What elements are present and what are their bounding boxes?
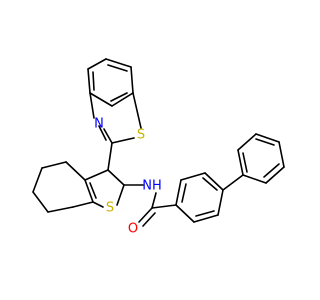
thiophene-sulfur-label: S xyxy=(106,201,114,216)
bond xyxy=(242,174,267,184)
bond xyxy=(142,212,156,227)
bond xyxy=(202,177,218,191)
bond xyxy=(103,128,113,144)
bond xyxy=(111,137,135,144)
bond xyxy=(204,172,224,191)
bond xyxy=(98,125,107,141)
bond xyxy=(89,92,95,119)
bond xyxy=(84,179,94,203)
bond xyxy=(237,133,257,151)
bond xyxy=(89,182,97,199)
bond xyxy=(193,214,219,223)
bonds xyxy=(32,58,285,227)
bond xyxy=(107,169,125,186)
nitrogen-atom-label: N xyxy=(94,117,104,132)
bond xyxy=(65,161,86,181)
bond xyxy=(111,92,134,107)
bond xyxy=(181,183,187,203)
bond xyxy=(180,172,206,181)
bond xyxy=(89,92,113,107)
bond xyxy=(242,152,248,173)
bond xyxy=(84,169,109,181)
bond xyxy=(116,184,125,206)
bond xyxy=(110,92,128,102)
bond xyxy=(222,174,244,191)
bond xyxy=(255,133,280,143)
bond xyxy=(151,192,157,209)
bond xyxy=(107,64,128,72)
bond xyxy=(265,166,285,184)
bond xyxy=(237,149,244,176)
bond xyxy=(255,138,275,146)
molecule-drawing: N S S NH O xyxy=(32,58,285,237)
bond xyxy=(263,163,280,178)
bond xyxy=(105,58,132,68)
bond xyxy=(32,191,49,213)
bond xyxy=(92,71,95,91)
bond xyxy=(130,66,134,94)
bond xyxy=(132,92,142,129)
bond xyxy=(72,201,94,208)
sulfur-atom-label: S xyxy=(137,128,145,143)
bond xyxy=(175,204,195,223)
bond xyxy=(47,206,74,213)
bond xyxy=(92,201,104,208)
bond xyxy=(217,189,224,216)
bond xyxy=(41,161,67,169)
bond xyxy=(151,204,177,209)
carbonyl-oxygen-label: O xyxy=(128,222,138,237)
bond xyxy=(87,58,107,70)
bond xyxy=(278,141,285,168)
bond xyxy=(138,207,153,223)
bond xyxy=(175,179,182,206)
structure-canvas: N S S NH O xyxy=(32,58,285,237)
bond xyxy=(107,142,113,171)
amide-nh-label: NH xyxy=(142,179,162,194)
bond xyxy=(32,167,43,193)
bond xyxy=(195,210,215,217)
bond xyxy=(87,68,91,94)
